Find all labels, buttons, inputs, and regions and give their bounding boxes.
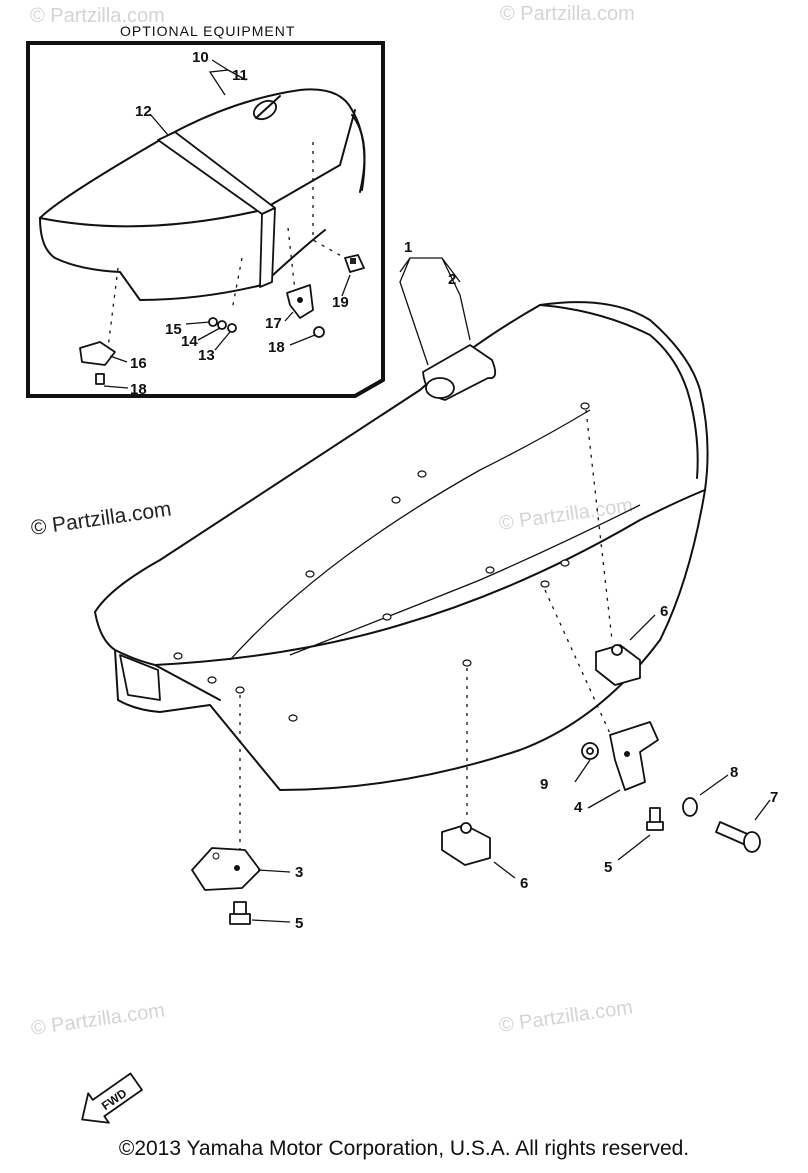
optional-leaders — [103, 59, 351, 389]
callout-4: 4 — [574, 799, 583, 816]
callout-8: 8 — [730, 764, 738, 781]
callout-12: 12 — [135, 103, 152, 120]
callout-16: 16 — [130, 355, 147, 372]
callout-11: 11 — [232, 67, 248, 84]
watermark-top-left: © Partzilla.com — [30, 5, 165, 27]
optional-equipment-frame — [26, 41, 385, 398]
callout-15: 15 — [165, 321, 182, 338]
callout-1: 1 — [404, 239, 412, 256]
callout-18-optional: 18 — [268, 339, 285, 356]
callout-6-upper: 6 — [660, 603, 668, 620]
callout-9: 9 — [540, 776, 548, 793]
callout-10: 10 — [192, 49, 209, 66]
forward-arrow-icon: FWD — [81, 1072, 143, 1124]
callout-19: 19 — [332, 294, 349, 311]
watermark-bottom-left: © Partzilla.com — [30, 999, 167, 1040]
callout-5-right: 5 — [604, 859, 612, 876]
callout-14: 14 — [181, 333, 198, 350]
callout-2: 2 — [448, 271, 456, 288]
callout-7: 7 — [770, 789, 778, 806]
watermark-mid-left: © Partzilla.com — [29, 497, 172, 539]
watermark-top-right: © Partzilla.com — [500, 3, 635, 25]
main-seat — [94, 301, 709, 860]
copyright-notice: ©2013 Yamaha Motor Corporation, U.S.A. A… — [118, 1137, 690, 1160]
watermark-mid-right: © Partzilla.com — [498, 494, 635, 535]
optional-seat — [39, 88, 366, 385]
callout-3: 3 — [295, 864, 303, 881]
seat-hardware — [191, 644, 761, 925]
watermark-bottom-right: © Partzilla.com — [498, 996, 635, 1037]
callout-6-lower: 6 — [520, 875, 528, 892]
callout-18-optional-lower: 18 — [130, 381, 147, 398]
optional-equipment-heading: OPTIONAL EQUIPMENT — [120, 23, 295, 39]
callout-5-left: 5 — [295, 915, 303, 932]
callout-17: 17 — [265, 315, 282, 332]
main-leaders — [251, 257, 771, 923]
callout-13: 13 — [198, 347, 215, 364]
